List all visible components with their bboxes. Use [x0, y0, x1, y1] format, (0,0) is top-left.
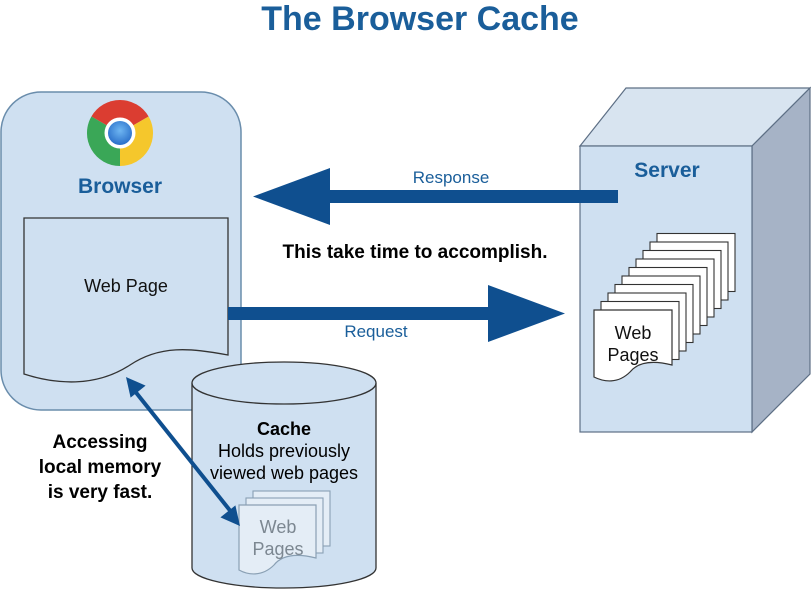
cache-cylinder: Cache Holds previously viewed web pages …: [191, 361, 377, 589]
browser-panel: Browser Web Page: [0, 91, 242, 411]
local-memory-line1: Accessing: [52, 432, 147, 453]
browser-label: Browser: [78, 175, 162, 198]
chrome-logo-icon: [86, 99, 154, 166]
request-arrow: [228, 285, 565, 342]
request-label: Request: [344, 322, 408, 341]
web-page-document: [23, 217, 229, 383]
local-memory-line3: is very fast.: [48, 482, 153, 503]
cache-desc-line2: viewed web pages: [210, 463, 358, 483]
time-note: This take time to accomplish.: [282, 242, 547, 263]
cache-title: Cache: [257, 419, 311, 439]
response-label: Response: [413, 168, 490, 187]
web-page-label: Web Page: [84, 276, 168, 296]
server-pages-label-line2: Pages: [607, 345, 658, 365]
server-label: Server: [634, 159, 699, 182]
cache-front-page: [238, 504, 317, 575]
response-arrow: [253, 168, 618, 225]
diagram-title: The Browser Cache: [261, 0, 578, 38]
server-pages-label-line1: Web: [615, 323, 652, 343]
server-box: Server Web Pages: [578, 86, 811, 434]
cache-desc-line1: Holds previously: [218, 441, 350, 461]
cache-access-arrow: [126, 377, 240, 526]
cache-pages-label-line2: Pages: [252, 539, 303, 559]
local-memory-line2: local memory: [39, 457, 162, 478]
server-front-page: [593, 309, 673, 382]
cache-pages-label-line1: Web: [260, 517, 297, 537]
